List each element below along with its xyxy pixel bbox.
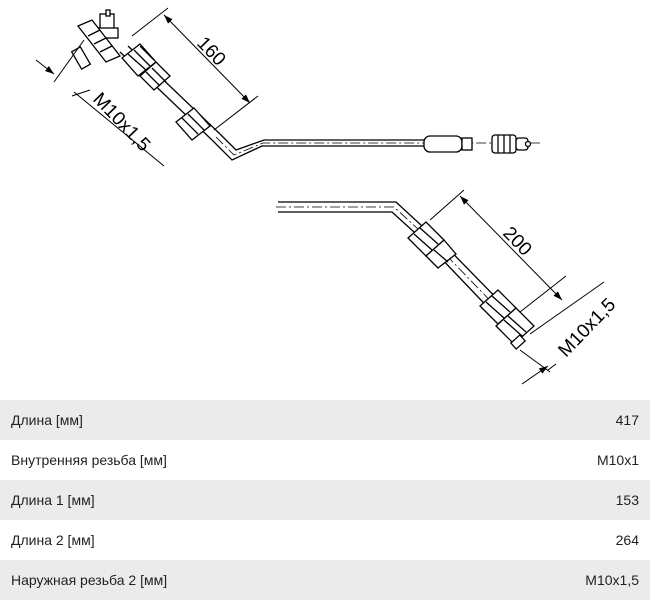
- spec-row-length: Длина [мм] 417: [0, 400, 650, 440]
- spec-label: Длина 2 [мм]: [11, 532, 95, 548]
- lower-thread-dimension: [519, 281, 605, 385]
- spec-row-length-1: Длина 1 [мм] 153: [0, 480, 650, 520]
- upper-hose-assembly: [70, 9, 540, 161]
- upper-banjo-fitting: [70, 9, 122, 71]
- lower-hose-assembly: [276, 201, 535, 350]
- spec-row-length-2: Длина 2 [мм] 264: [0, 520, 650, 560]
- spec-value: M10x1,5: [585, 572, 639, 588]
- spec-label: Длина [мм]: [11, 412, 83, 428]
- lower-length-label: 200: [498, 223, 535, 260]
- upper-crimp-fitting-3: [175, 107, 211, 141]
- spec-label: Внутренняя резьба [мм]: [11, 452, 167, 468]
- upper-length-label: 160: [192, 33, 229, 70]
- upper-crimp-fitting-2: [139, 61, 171, 91]
- spec-value: 153: [615, 492, 639, 508]
- spec-value: M10x1: [596, 452, 639, 468]
- brake-hose-technical-drawing: 160 M10x1,5: [35, 7, 620, 385]
- spec-label: Длина 1 [мм]: [11, 492, 95, 508]
- spec-row-inner-thread: Внутренняя резьба [мм] M10x1: [0, 440, 650, 480]
- upper-crimp-fitting-1: [121, 43, 157, 77]
- lower-length-dimension: [429, 189, 567, 313]
- lower-crimp-fitting-2: [425, 239, 457, 269]
- upper-thread-label: M10x1,5: [88, 89, 154, 156]
- spec-value: 264: [615, 532, 639, 548]
- upper-tube-fitting: [423, 134, 532, 154]
- upper-thread-dimension: [35, 39, 165, 167]
- lower-thread-label: M10x1,5: [554, 294, 620, 361]
- spec-label: Наружная резьба 2 [мм]: [11, 572, 168, 588]
- lower-end-fitting: [495, 307, 535, 350]
- spec-table: Длина [мм] 417 Внутренняя резьба [мм] M1…: [0, 400, 650, 600]
- upper-length-dimension: [131, 7, 259, 131]
- spec-value: 417: [615, 412, 639, 428]
- spec-row-outer-thread-2: Наружная резьба 2 [мм] M10x1,5: [0, 560, 650, 600]
